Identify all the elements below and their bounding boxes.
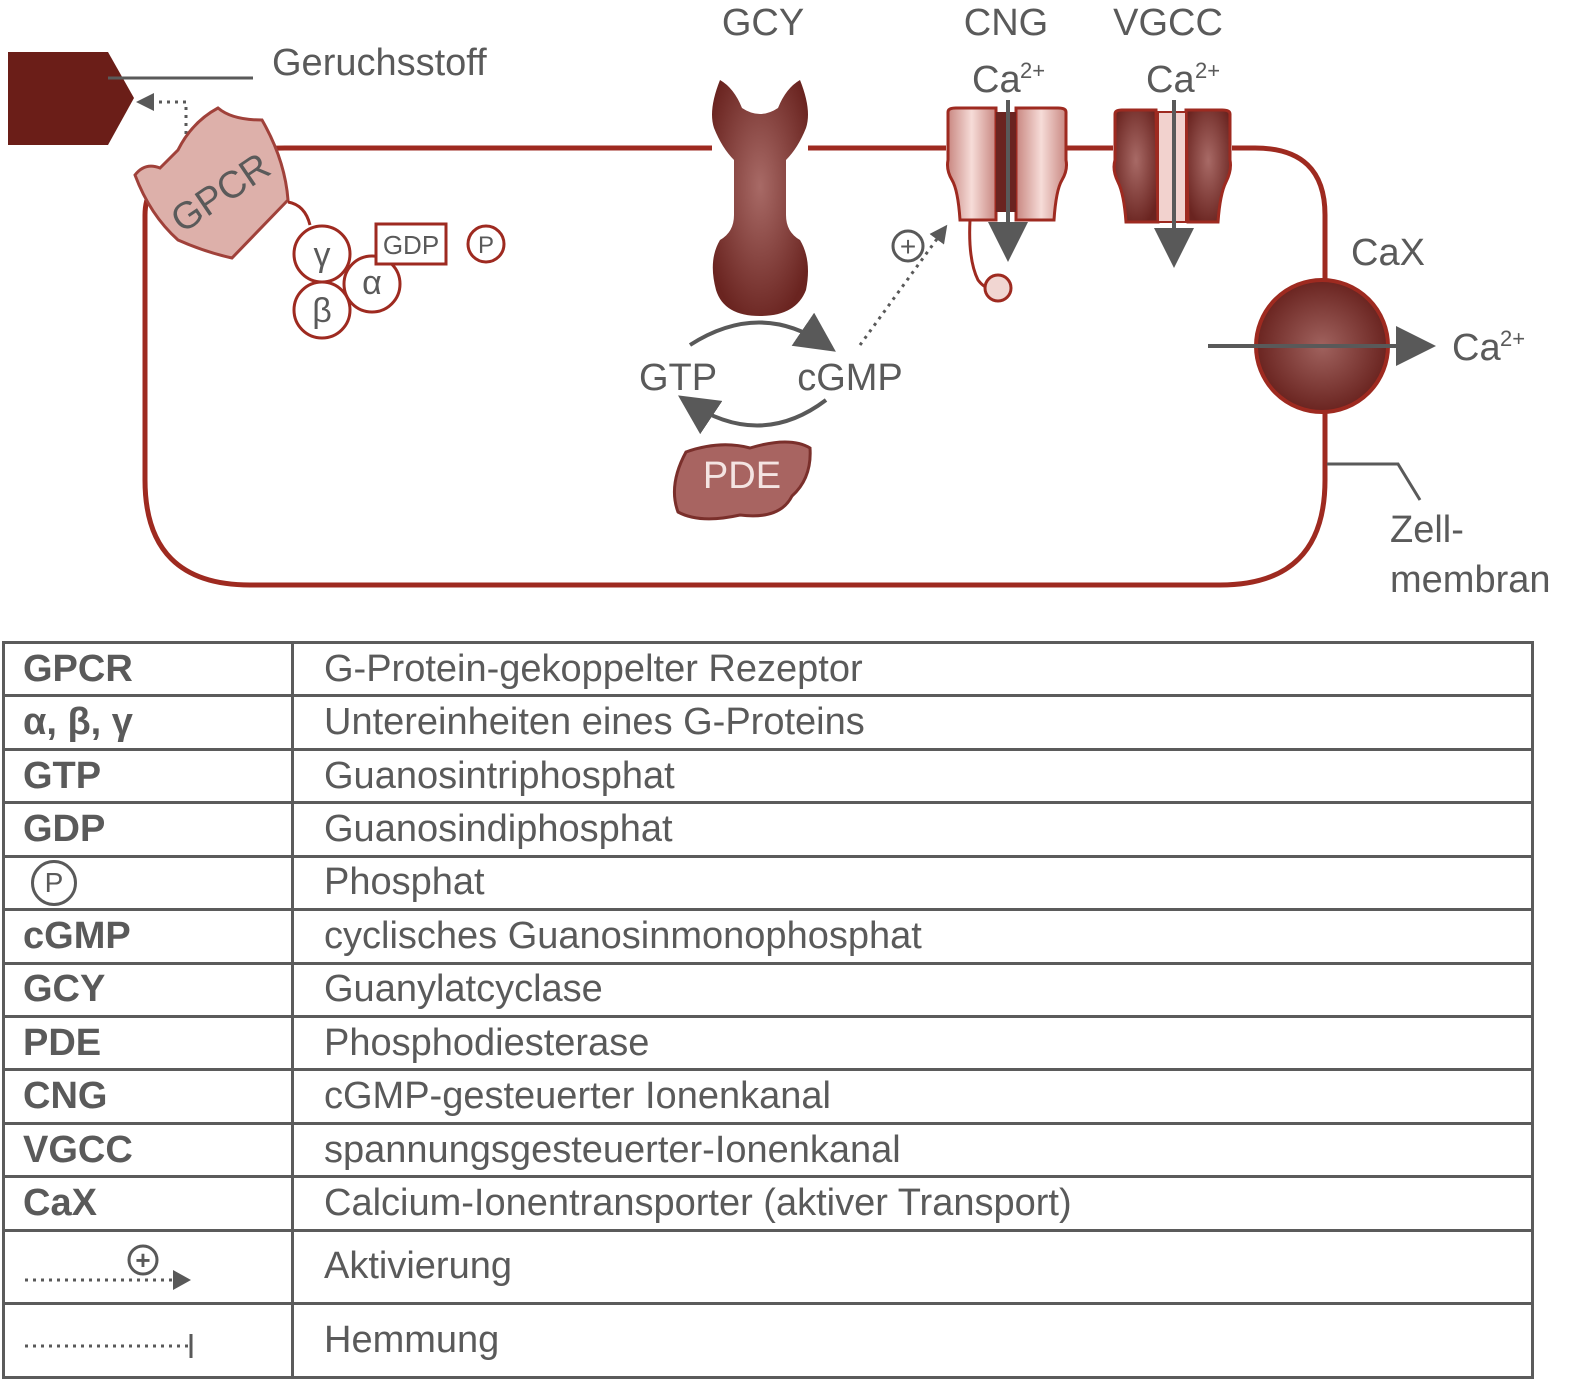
legend-abbr-cell: P xyxy=(2,854,294,912)
legend-abbr: CNG xyxy=(2,1068,294,1125)
legend-row: CaX Calcium-Ionentransporter (aktiver Tr… xyxy=(2,1175,1534,1232)
cell-membrane xyxy=(142,145,1328,588)
legend-desc: cGMP-gesteuerter Ionenkanal xyxy=(291,1068,1534,1125)
legend-row: + Aktivierung xyxy=(2,1228,1534,1306)
vgcc-label: VGCC xyxy=(1113,2,1223,44)
legend-abbr: PDE xyxy=(2,1014,294,1072)
legend-row: GTP Guanosintriphosphat xyxy=(2,747,1534,805)
alpha-label: α xyxy=(362,264,382,302)
cax-ca-charge: 2+ xyxy=(1500,326,1525,351)
legend-row: α, β, γ Untereinheiten eines G-Proteins xyxy=(2,694,1534,751)
cax-ca-base: Ca xyxy=(1452,327,1501,369)
cgmp-to-gtp-arrow xyxy=(678,395,828,435)
legend-abbr: VGCC xyxy=(2,1121,294,1179)
cax-label: CaX xyxy=(1351,232,1425,274)
legend-desc: Guanylatcyclase xyxy=(291,961,1534,1018)
activation-arrow-icon: + xyxy=(25,1244,191,1290)
beta-label: β xyxy=(312,292,332,330)
legend-row: CNG cGMP-gesteuerter Ionenkanal xyxy=(2,1068,1534,1125)
legend-row: VGCC spannungsgesteuerter-Ionenkanal xyxy=(2,1121,1534,1179)
legend-row: GDP Guanosindiphosphat xyxy=(2,801,1534,858)
gtp-to-cgmp-arrow xyxy=(688,312,836,352)
legend-desc: cyclisches Guanosinmonophosphat xyxy=(291,908,1534,965)
cng-ca-base: Ca xyxy=(972,59,1021,101)
membrane-label-line2: membran xyxy=(1390,559,1551,601)
cng-ca-charge: 2+ xyxy=(1020,58,1045,83)
odorant-pentagon-icon xyxy=(8,52,134,145)
beta-subunit xyxy=(292,280,352,340)
cng-tether xyxy=(968,219,991,290)
legend-row: P Phosphat xyxy=(2,854,1534,912)
legend-desc: Calcium-Ionentransporter (aktiver Transp… xyxy=(291,1175,1534,1232)
cng-channel-icon xyxy=(946,106,1068,222)
legend-row: GCY Guanylatcyclase xyxy=(2,961,1534,1018)
gpcr-gprotein-link xyxy=(287,200,312,226)
legend-desc: Guanosindiphosphat xyxy=(291,801,1534,858)
phosphate-circle-icon xyxy=(466,224,506,264)
gdp-box xyxy=(374,222,448,266)
legend-desc: Hemmung xyxy=(291,1302,1534,1379)
gcy-label: GCY xyxy=(722,2,804,44)
activation-plus-icon xyxy=(891,229,925,263)
legend-abbr: cGMP xyxy=(2,908,294,965)
gpcr-to-odorant-dotted-arrow xyxy=(136,93,188,150)
odorant-label: Geruchsstoff xyxy=(272,42,487,84)
legend-desc: Phosphat xyxy=(291,854,1534,912)
legend-desc: Untereinheiten eines G-Proteins xyxy=(291,694,1534,751)
inhibition-line-icon xyxy=(25,1333,193,1358)
legend-abbr-cell xyxy=(2,1302,294,1379)
legend-desc: Aktivierung xyxy=(291,1228,1534,1306)
legend-row: GPCR G-Protein-gekoppelter Rezeptor xyxy=(2,640,1534,698)
cng-label: CNG xyxy=(964,2,1048,44)
legend-row: Hemmung xyxy=(2,1302,1534,1379)
membrane-pointer-line xyxy=(1327,462,1422,501)
activation-plus-sign: + xyxy=(900,231,916,262)
gdp-label: GDP xyxy=(383,230,439,260)
legend-abbr: CaX xyxy=(2,1175,294,1232)
gcy-protein-icon xyxy=(712,80,808,316)
legend-abbr: GCY xyxy=(2,961,294,1018)
legend-desc: Guanosintriphosphat xyxy=(291,747,1534,805)
legend-abbr-cell: + xyxy=(2,1228,294,1306)
vgcc-ca-base: Ca xyxy=(1146,59,1195,101)
legend-desc: spannungsgesteuerter-Ionenkanal xyxy=(291,1121,1534,1179)
legend-table: GPCR G-Protein-gekoppelter Rezeptor α, β… xyxy=(2,640,1534,1379)
alpha-subunit xyxy=(342,254,402,314)
legend-abbr: α, β, γ xyxy=(2,694,294,751)
gtp-label: GTP xyxy=(639,357,717,399)
signal-transduction-diagram: Geruchsstoff GPCR γ α β GDP P GCY GTP cG… xyxy=(8,2,1551,601)
legend-row: PDE Phosphodiesterase xyxy=(2,1014,1534,1072)
legend-row: cGMP cyclisches Guanosinmonophosphat xyxy=(2,908,1534,965)
pde-label: PDE xyxy=(703,455,781,497)
pde-enzyme-icon xyxy=(672,440,812,521)
cgmp-label: cGMP xyxy=(797,357,903,399)
activation-legend-plus: + xyxy=(135,1245,150,1275)
legend-abbr: GPCR xyxy=(2,640,294,698)
legend-abbr: GTP xyxy=(2,747,294,805)
legend-abbr: GDP xyxy=(2,801,294,858)
legend-desc: Phosphodiesterase xyxy=(291,1014,1534,1072)
phosphate-label: P xyxy=(478,232,494,259)
vgcc-ca-charge: 2+ xyxy=(1195,58,1220,83)
phosphate-circle-icon: P xyxy=(31,860,77,907)
gpcr-receptor-icon xyxy=(133,106,290,260)
gamma-label: γ xyxy=(314,236,331,274)
cng-blocker-ball xyxy=(983,273,1013,303)
legend-desc: G-Protein-gekoppelter Rezeptor xyxy=(291,640,1534,698)
membrane-label-line1: Zell- xyxy=(1390,509,1464,551)
